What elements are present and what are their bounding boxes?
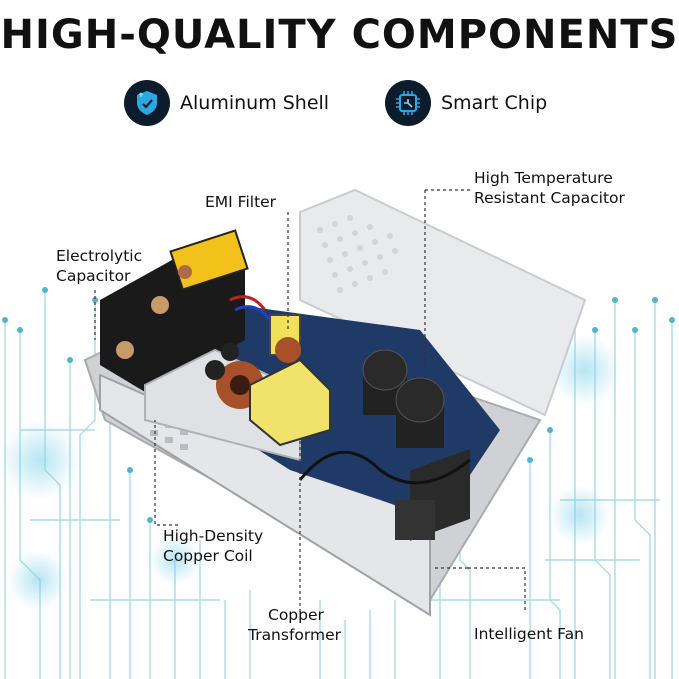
callout-text-line1: High Temperature: [474, 169, 613, 187]
callout-text: Intelligent Fan: [474, 625, 584, 643]
callout-copper-transformer: Copper Transformer: [248, 605, 341, 645]
callout-text-line2: Transformer: [248, 626, 342, 644]
feature-aluminum-shell: Aluminum Shell: [124, 80, 329, 126]
feature-smart-chip: Smart Chip: [385, 80, 547, 126]
callout-high-temperature-capacitor: High Temperature Resistant Capacitor: [474, 168, 625, 208]
callout-emi-filter: EMI Filter: [205, 192, 276, 212]
callout-electrolytic-capacitor: Electrolytic Capacitor: [56, 246, 142, 286]
callout-copper-coil: High-Density Copper Coil: [163, 526, 263, 566]
callout-text-line2: Capacitor: [56, 267, 131, 285]
callout-text-line1: Copper: [268, 606, 324, 624]
page-title: HIGH-QUALITY COMPONENTS: [0, 12, 679, 58]
feature-label: Smart Chip: [441, 92, 548, 114]
callout-intelligent-fan: Intelligent Fan: [474, 624, 584, 644]
callout-text: EMI Filter: [205, 193, 277, 211]
chip-icon: [385, 80, 431, 126]
callout-text-line2: Copper Coil: [163, 547, 253, 565]
callout-text-line1: Electrolytic: [56, 247, 143, 265]
callout-text-line1: High-Density: [163, 527, 264, 545]
callout-text-line2: Resistant Capacitor: [474, 189, 625, 207]
feature-label: Aluminum Shell: [180, 92, 330, 114]
shield-arrow-icon: [124, 80, 170, 126]
